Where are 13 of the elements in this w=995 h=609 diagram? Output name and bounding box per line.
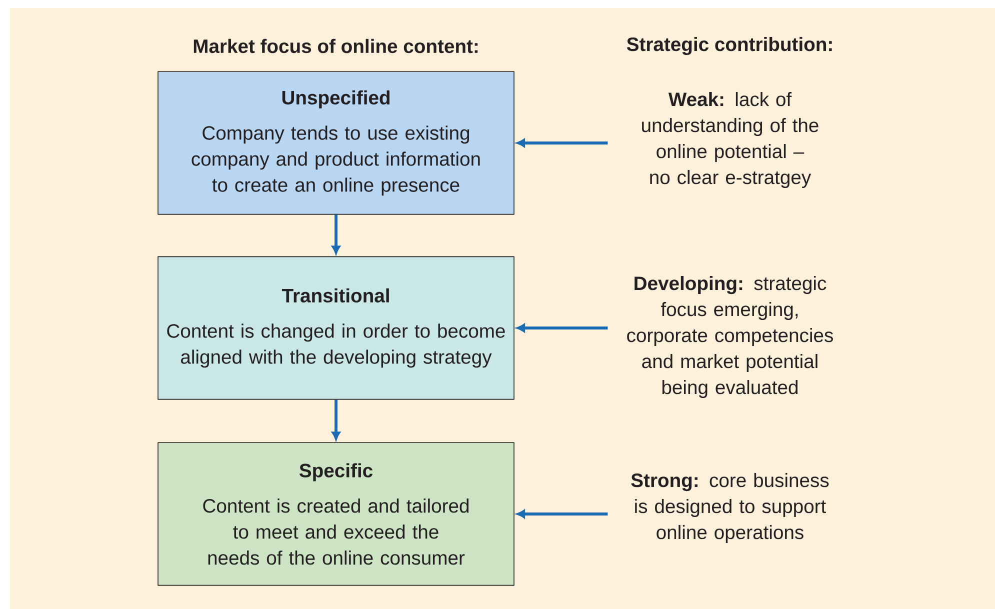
description-text: Strong: core business is designed to support online operations	[631, 472, 829, 543]
description-text: Weak: lack of understanding of the online potential – no clear e-stratgey	[642, 92, 818, 188]
column-heading: Strategic contribution:	[626, 36, 832, 56]
process-box: Transitional Content is changed in order to become aligned with the developing strategy	[158, 256, 514, 400]
arrow	[516, 510, 608, 518]
description-text: Developing: strategic focus emerging, corporate competencies and market potential being evaluated	[627, 276, 833, 398]
process-box: Unspecified Company tends to use existing company and product information to create an online presence	[158, 71, 514, 215]
arrow	[516, 138, 608, 148]
arrow	[332, 400, 340, 440]
process-box: Specific Content is created and tailored to meet and exceed the needs of the online consumer	[158, 442, 514, 586]
column-heading: Market focus of online content:	[194, 38, 478, 54]
arrow	[516, 324, 608, 332]
arrow	[332, 214, 340, 254]
